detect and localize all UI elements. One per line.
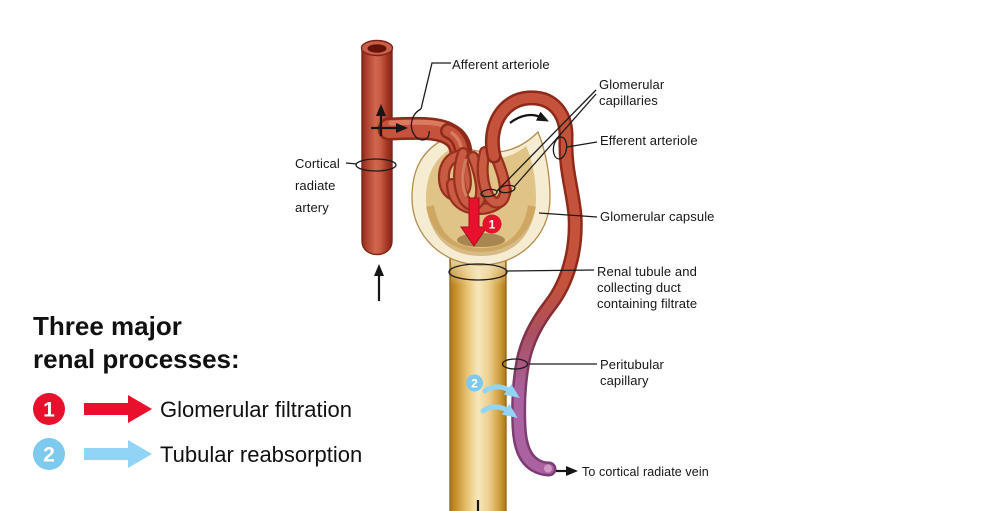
leader-lines — [345, 62, 598, 370]
legend-badge-2 — [33, 438, 65, 470]
efferent-flow-arrow — [509, 111, 549, 124]
filtration-badge-number: 1 — [489, 218, 496, 232]
label-glomerular-capillaries: Glomerular capillaries — [599, 77, 665, 108]
label-glomerular-capsule: Glomerular capsule — [600, 209, 715, 224]
reabsorption-badge: 2 — [466, 374, 483, 392]
legend-badge-2-number: 2 — [43, 444, 55, 467]
legend-badge-1-number: 1 — [43, 399, 55, 422]
legend-item-1-label: Glomerular filtration — [160, 397, 352, 422]
legend-graphics: 1 2 — [33, 393, 152, 470]
legend-badge-1 — [33, 393, 65, 425]
glomerular-capillaries-vessel — [437, 123, 512, 216]
legend-arrow-blue — [84, 440, 152, 468]
filtration-badge: 1 — [482, 214, 502, 234]
cortical-radiate-artery-vessel — [360, 39, 394, 256]
legend-arrow-red — [84, 395, 152, 423]
label-to-cortical-radiate-vein: To cortical radiate vein — [582, 465, 709, 479]
label-cortical-radiate-artery: Cortical radiate artery — [295, 156, 340, 215]
legend-item-2-label: Tubular reabsorption — [160, 442, 363, 467]
label-afferent-arteriole: Afferent arteriole — [452, 57, 550, 72]
filtration-arrow — [460, 197, 488, 247]
reabsorption-badge-number: 2 — [471, 377, 478, 391]
reabsorption-arrows — [480, 383, 520, 418]
efferent-peritubular-vessel — [484, 90, 583, 477]
legend-heading: Three major renal processes: — [33, 311, 240, 374]
label-peritubular-capillary: Peritubular capillary — [600, 357, 664, 388]
flow-arrows — [371, 104, 578, 511]
label-renal-tubule: Renal tubule and collecting duct contain… — [597, 264, 698, 311]
label-efferent-arteriole: Efferent arteriole — [600, 133, 698, 148]
